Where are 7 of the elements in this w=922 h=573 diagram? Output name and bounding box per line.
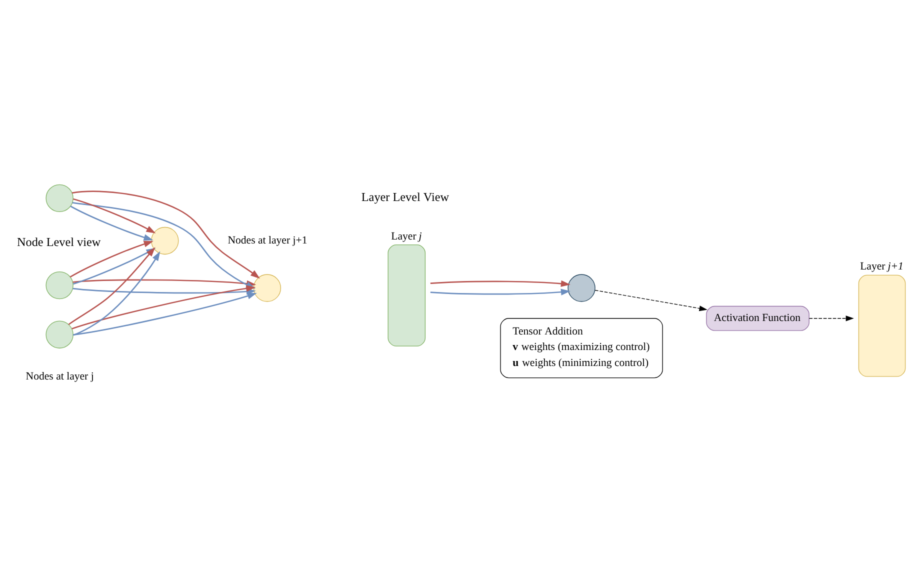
label: Nodes at layer j+1 <box>228 234 308 246</box>
legend-label: Tensor Addition <box>512 324 583 337</box>
label: Nodes at layer j <box>26 370 94 382</box>
label: Layer Level View <box>361 190 449 204</box>
legend-label: v weights (maximizing control) <box>512 340 650 352</box>
legend-label: u weights (minimizing control) <box>512 356 649 369</box>
label: Node Level view <box>17 234 101 248</box>
